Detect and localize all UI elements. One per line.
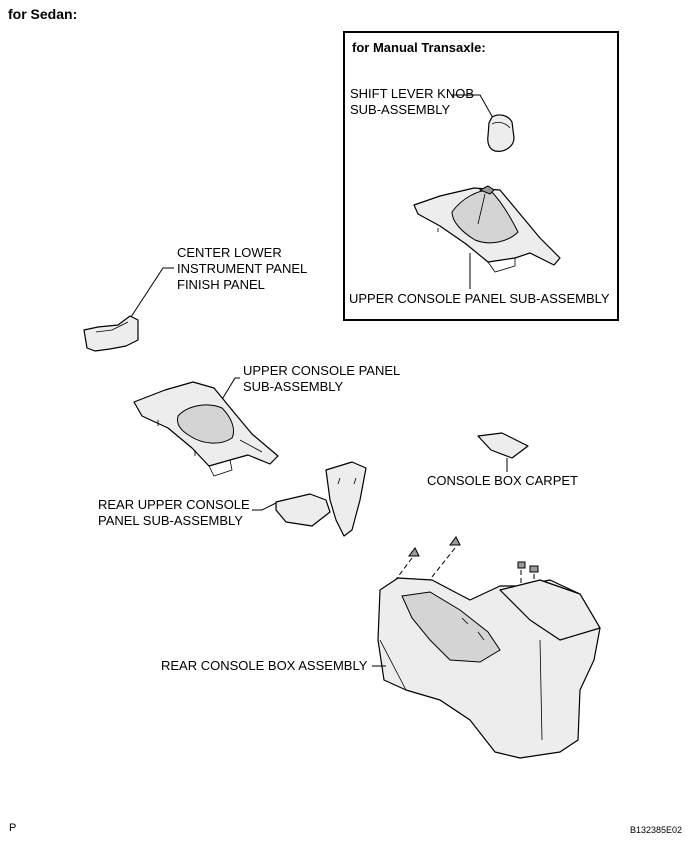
rear-console-box — [372, 536, 601, 759]
upper-console-panel-label: UPPER CONSOLE PANEL SUB-ASSEMBLY — [243, 363, 401, 394]
rear-console-box-label: REAR CONSOLE BOX ASSEMBLY — [161, 658, 368, 673]
center-lower-instrument-panel — [83, 267, 174, 352]
console-box-carpet — [477, 432, 529, 472]
figure-code: B132385E02 — [630, 825, 683, 835]
rear-upper-console-panel-label: REAR UPPER CONSOLE PANEL SUB-ASSEMBLY — [98, 497, 250, 528]
page-marker: P — [9, 822, 17, 834]
shift-lever-knob — [452, 94, 515, 152]
shift-lever-knob-label: SHIFT LEVER KNOB SUB-ASSEMBLY — [350, 86, 475, 117]
rear-upper-console-panel — [252, 461, 367, 537]
console-box-carpet-label: CONSOLE BOX CARPET — [427, 473, 578, 488]
inset-upper-console-panel — [413, 185, 561, 289]
manual-transaxle-inset: for Manual Transaxle: — [343, 31, 619, 321]
page-title: for Sedan: — [8, 6, 78, 22]
inset-upper-console-panel-label: UPPER CONSOLE PANEL SUB-ASSEMBLY — [349, 291, 610, 306]
upper-console-panel — [133, 377, 279, 477]
inset-title: for Manual Transaxle: — [352, 40, 486, 55]
center-lower-instrument-panel-label: CENTER LOWER INSTRUMENT PANEL FINISH PAN… — [177, 245, 308, 292]
